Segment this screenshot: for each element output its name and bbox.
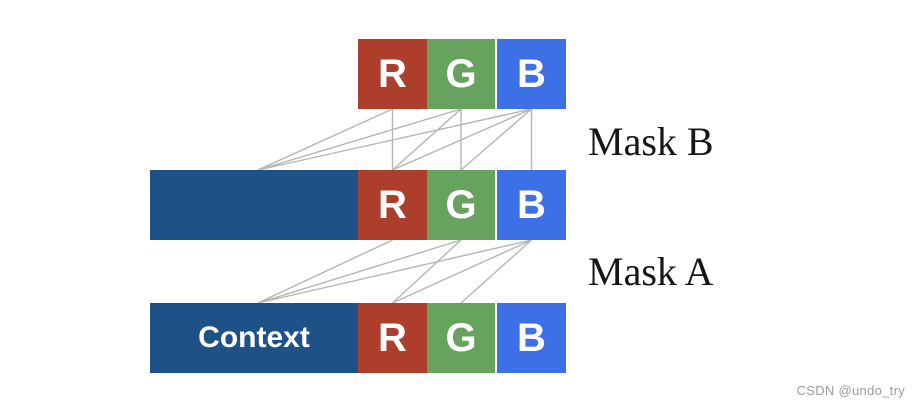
middle-g-block: G bbox=[427, 170, 495, 240]
bottom-r-block: R bbox=[358, 303, 427, 373]
mask-b-line-r-to-context bbox=[257, 108, 393, 171]
top-b-block: B bbox=[497, 39, 566, 109]
middle-b-block: B bbox=[497, 170, 566, 240]
mask-b-line-b-to-context bbox=[257, 108, 532, 171]
bottom-r-label: R bbox=[378, 316, 407, 360]
bottom-context-bar: Context bbox=[150, 303, 358, 373]
middle-r-label: R bbox=[378, 183, 407, 227]
middle-b-label: B bbox=[517, 183, 546, 227]
mask-a-label: Mask A bbox=[588, 249, 714, 294]
mask-a-line-b-to-context bbox=[257, 239, 532, 304]
mask-a-line-r-to-context bbox=[257, 239, 393, 304]
mask-a-line-g-to-r bbox=[392, 239, 462, 304]
top-g-block: G bbox=[427, 39, 495, 109]
middle-r-block: R bbox=[358, 170, 427, 240]
mask-b-line-g-to-context bbox=[257, 108, 462, 171]
top-b-label: B bbox=[517, 52, 546, 96]
bottom-b-block: B bbox=[497, 303, 566, 373]
top-r-label: R bbox=[378, 52, 407, 96]
mask-b-line-b-to-r bbox=[392, 108, 532, 171]
mask-a-line-b-to-g bbox=[460, 239, 532, 304]
middle-context-bar bbox=[150, 170, 358, 240]
bottom-g-label: G bbox=[445, 316, 477, 360]
mask-b-line-g-to-r bbox=[392, 108, 462, 171]
bottom-b-label: B bbox=[517, 316, 546, 360]
watermark: CSDN @undo_try bbox=[796, 383, 905, 398]
top-r-block: R bbox=[358, 39, 427, 109]
mask-a-line-b-to-r bbox=[392, 239, 532, 304]
mask-b-label: Mask B bbox=[588, 119, 714, 164]
mask-b-line-b-to-g bbox=[460, 108, 532, 171]
top-g-label: G bbox=[445, 52, 477, 96]
mask-a-line-g-to-context bbox=[257, 239, 462, 304]
middle-g-label: G bbox=[445, 183, 477, 227]
bottom-g-block: G bbox=[427, 303, 495, 373]
bottom-context-label: Context bbox=[198, 321, 310, 354]
